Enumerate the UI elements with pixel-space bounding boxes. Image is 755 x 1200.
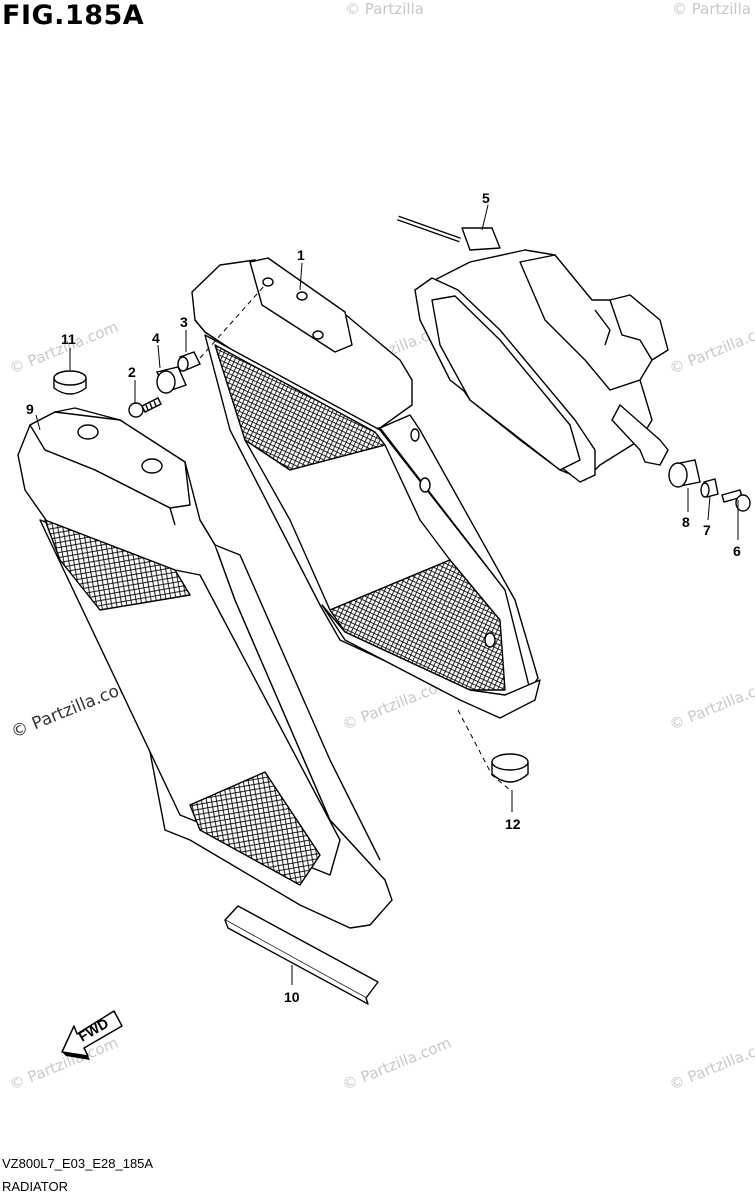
- watermark: © Partzilla.com: [667, 674, 755, 734]
- callout-12: 12: [505, 816, 521, 832]
- grommet-part-12: [491, 753, 529, 783]
- figure-code: VZ800L7_E03_E28_185A: [2, 1156, 154, 1171]
- callout-4: 4: [152, 330, 160, 346]
- grommet-part-4: [156, 366, 187, 394]
- callout-11: 11: [61, 331, 76, 347]
- watermark: © Partzilla.com: [340, 1034, 454, 1094]
- watermark: © Partzilla: [345, 0, 424, 18]
- tape-part-10: [224, 905, 379, 1005]
- callout-2: 2: [128, 364, 136, 380]
- grommet-part-11: [53, 370, 87, 395]
- collar-part-7: [700, 478, 719, 498]
- watermark: © Partzilla.com: [7, 318, 121, 378]
- fan-assembly-part-5: [397, 215, 669, 483]
- callout-1: 1: [297, 247, 305, 263]
- bolt-part-2: [128, 397, 162, 418]
- callout-9: 9: [26, 401, 34, 417]
- leader-line: [457, 709, 511, 791]
- callout-3: 3: [180, 314, 188, 330]
- leader-line: [199, 284, 266, 359]
- callout-leaders: [35, 204, 739, 985]
- figure-title: FIG.185A: [2, 0, 145, 31]
- callout-7: 7: [703, 522, 711, 538]
- figure-subtitle: RADIATOR: [2, 1179, 68, 1194]
- grommet-part-8: [668, 459, 701, 488]
- radiator-cover-part-9: [17, 407, 393, 929]
- callout-6: 6: [733, 543, 741, 559]
- collar-part-3: [177, 351, 201, 372]
- bolt-part-6: [721, 489, 751, 512]
- watermark: © Partzilla.com: [667, 1034, 755, 1094]
- watermark: © Partzilla: [672, 0, 751, 18]
- watermark: © Partzilla.com: [667, 318, 755, 378]
- watermark: © Partzilla.com: [7, 1034, 121, 1094]
- callout-8: 8: [682, 514, 690, 530]
- radiator-core-part-1: [191, 257, 541, 719]
- callout-5: 5: [482, 190, 490, 206]
- callout-10: 10: [284, 989, 300, 1005]
